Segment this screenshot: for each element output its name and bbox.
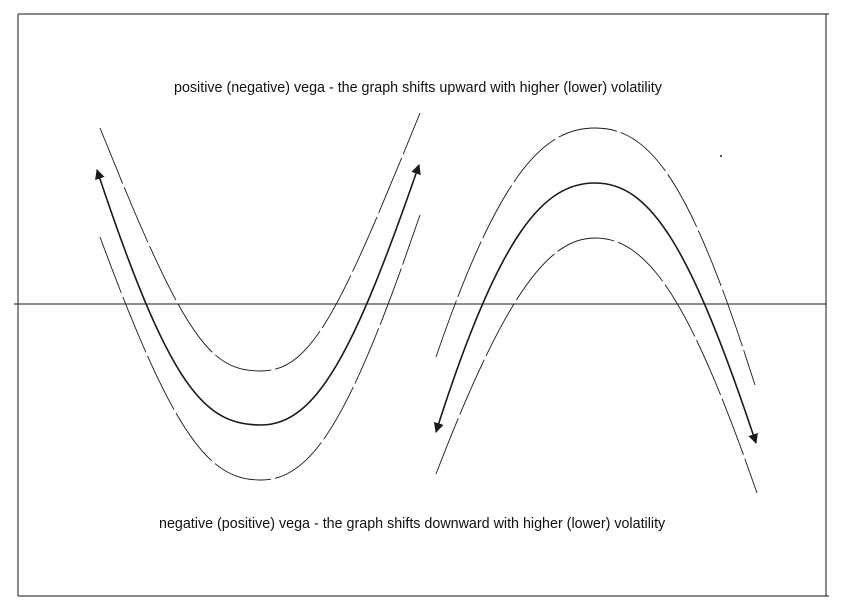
cap-curve-group: [433, 127, 758, 494]
u-curve-group: [95, 112, 421, 481]
u-curve-upper-dashed: [99, 112, 421, 372]
frame: [14, 13, 829, 597]
bottom-annotation: negative (positive) vega - the graph shi…: [159, 516, 666, 532]
cap-curve-main: [433, 182, 758, 444]
top-annotation: positive (negative) vega - the graph shi…: [174, 80, 663, 96]
u-curve-main: [95, 164, 421, 426]
u-curve-lower-dashed: [99, 214, 421, 481]
cap-curve-lower-dashed: [435, 237, 758, 494]
speck: [720, 155, 722, 157]
cap-curve-upper-dashed: [435, 127, 756, 386]
